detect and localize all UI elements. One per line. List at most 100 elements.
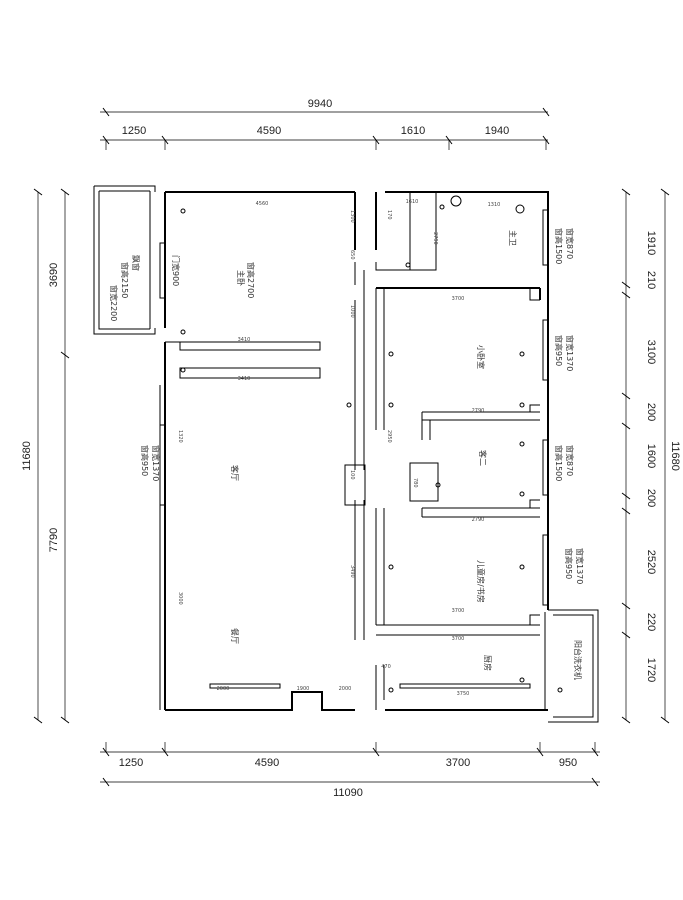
dim-right-seg-9: 1720 bbox=[645, 658, 657, 682]
dim-bottom-seg-3: 3700 bbox=[446, 757, 470, 769]
inner-dim: 2000 bbox=[217, 686, 230, 692]
note-door-height: 窗高2700 bbox=[246, 262, 256, 298]
note-door-width: 门宽900 bbox=[171, 255, 181, 286]
dim-right-seg-3: 3100 bbox=[645, 340, 657, 364]
note-bay-width: 窗宽2200 bbox=[109, 285, 119, 321]
lamp-icon bbox=[519, 351, 525, 357]
dim-top-total: 9940 bbox=[308, 98, 332, 110]
dim-right-total: 11680 bbox=[669, 441, 681, 471]
inner-dim: 1900 bbox=[297, 686, 310, 692]
inner-dim: 3490 bbox=[349, 565, 355, 578]
dim-bottom-seg-4: 950 bbox=[559, 757, 577, 769]
dim-right-seg-7: 2520 bbox=[645, 550, 657, 574]
note-second-window-w: 窗宽870 bbox=[565, 445, 575, 476]
room-kitchen: 厨房 bbox=[483, 655, 493, 671]
lamp-icon bbox=[346, 402, 352, 408]
lamp-icon bbox=[180, 367, 186, 373]
lamp-icon bbox=[405, 262, 411, 268]
room-kids-room: 儿童房/书房 bbox=[476, 560, 486, 603]
dim-right-seg-5: 1600 bbox=[645, 444, 657, 468]
note-kids-window-w: 窗宽1370 bbox=[575, 548, 585, 584]
bottom-dimensions: 1250 4590 3700 950 11090 bbox=[100, 742, 600, 799]
inner-dim: 3700 bbox=[452, 608, 465, 614]
dim-top-seg-4: 1940 bbox=[485, 125, 509, 137]
inner-dim: 2790 bbox=[472, 517, 485, 523]
lamp-icon bbox=[180, 208, 186, 214]
toilet-icon bbox=[450, 195, 462, 207]
room-living: 客厅 bbox=[230, 465, 240, 481]
inner-dim: 4560 bbox=[256, 201, 269, 207]
dim-right-seg-1: 1910 bbox=[645, 231, 657, 255]
lamp-icon bbox=[557, 687, 563, 693]
note-kids-window-h: 窗高950 bbox=[564, 548, 574, 579]
lamp-icon bbox=[388, 402, 394, 408]
dim-bottom-total: 11090 bbox=[333, 787, 363, 799]
dim-left-seg-1: 3690 bbox=[48, 263, 60, 287]
inner-dim: 3700 bbox=[452, 296, 465, 302]
dim-right-seg-4: 200 bbox=[645, 403, 657, 421]
top-dimensions: 9940 1250 4590 1610 1940 bbox=[100, 98, 550, 150]
room-small-bedroom: 小卧室 bbox=[476, 345, 486, 369]
inner-dim: 3750 bbox=[457, 691, 470, 697]
lamp-icon bbox=[388, 687, 394, 693]
inner-dim: 100 bbox=[349, 470, 355, 480]
room-second-bedroom: 客二 bbox=[478, 450, 488, 466]
lamp-icon bbox=[519, 491, 525, 497]
inner-dim: 3410 bbox=[238, 376, 251, 382]
inner-dim: 2000 bbox=[339, 686, 352, 692]
inner-dim: 780 bbox=[412, 478, 418, 488]
note-small-window-w: 窗宽1370 bbox=[565, 335, 575, 371]
note-balcony-washer: 阳台洗衣机 bbox=[573, 640, 583, 680]
room-dining: 餐厅 bbox=[230, 628, 239, 644]
lamp-icon bbox=[519, 564, 525, 570]
dim-right-seg-8: 220 bbox=[645, 613, 657, 631]
walls bbox=[93, 185, 599, 723]
inner-dimensions: 4560 1610 1310 3410 3410 3700 2790 2790 … bbox=[177, 199, 500, 697]
inner-dim: 1310 bbox=[488, 202, 501, 208]
lamp-icon bbox=[180, 329, 186, 335]
note-bay-height: 窗高2150 bbox=[120, 262, 130, 298]
right-dimensions: 1910 210 3100 200 1600 200 2520 220 1720… bbox=[621, 188, 681, 724]
dim-right-seg-6: 200 bbox=[645, 489, 657, 507]
lamp-icon bbox=[519, 441, 525, 447]
floor-drain-icon bbox=[439, 204, 445, 210]
dim-bottom-seg-2: 4590 bbox=[255, 757, 279, 769]
dim-bottom-seg-1: 1250 bbox=[119, 757, 143, 769]
dim-right-seg-2: 210 bbox=[645, 271, 657, 289]
inner-dim: 3000 bbox=[177, 592, 183, 605]
dim-top-seg-1: 1250 bbox=[122, 125, 146, 137]
lamp-icon bbox=[519, 677, 525, 683]
inner-dim: 1320 bbox=[177, 430, 183, 443]
dim-top-seg-3: 1610 bbox=[401, 125, 425, 137]
inner-dim: 650 bbox=[349, 250, 355, 260]
inner-dim: 170 bbox=[386, 210, 392, 220]
note-second-window-h: 窗高1500 bbox=[554, 445, 564, 481]
bath-fixtures bbox=[180, 195, 563, 693]
dim-top-seg-2: 4590 bbox=[257, 125, 281, 137]
note-bay-window: 飘窗 bbox=[131, 255, 141, 271]
inner-dim: 3410 bbox=[238, 337, 251, 343]
dim-left-total: 11680 bbox=[21, 441, 33, 471]
left-dimensions: 11680 3690 7790 bbox=[21, 188, 70, 724]
inner-dim: 2950 bbox=[386, 430, 392, 443]
note-living-window-h: 窗高950 bbox=[140, 445, 150, 476]
lamp-icon bbox=[388, 351, 394, 357]
inner-dim: 1000 bbox=[349, 305, 355, 318]
room-labels: 主卧 主卫 小卧室 客二 儿童房/书房 客厅 餐厅 厨房 bbox=[230, 230, 518, 671]
room-master-bedroom: 主卧 bbox=[236, 270, 246, 286]
lamp-icon bbox=[388, 564, 394, 570]
inner-dim: 1300 bbox=[349, 210, 355, 223]
sink-icon bbox=[515, 204, 525, 214]
window-notes: 窗宽870 窗高1500 飘窗 窗高2150 窗宽2200 门宽900 窗高27… bbox=[109, 228, 585, 680]
inner-dim: 2790 bbox=[472, 408, 485, 414]
lamp-icon bbox=[519, 402, 525, 408]
lamp-icon bbox=[435, 482, 441, 488]
inner-dim: 3700 bbox=[452, 636, 465, 642]
note-living-window-w: 窗宽1370 bbox=[151, 445, 161, 481]
note-bath-window-h: 窗高1500 bbox=[554, 228, 564, 264]
note-small-window-h: 窗高950 bbox=[554, 335, 564, 366]
dim-left-seg-2: 7790 bbox=[48, 528, 60, 552]
note-bath-window-w: 窗宽870 bbox=[565, 228, 575, 259]
room-master-bath: 主卫 bbox=[508, 230, 518, 246]
